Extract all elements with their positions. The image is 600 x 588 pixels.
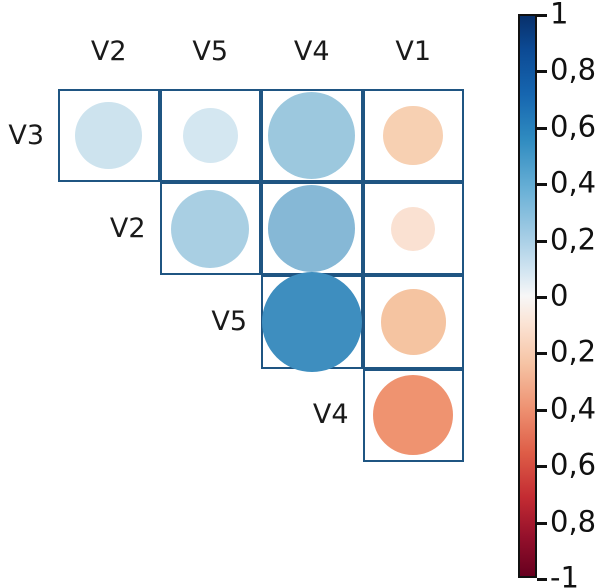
colorbar-tick — [537, 183, 547, 187]
colorbar-tick — [537, 14, 547, 17]
correlation-bubble — [373, 375, 454, 456]
matrix-cell — [362, 182, 464, 276]
colorbar-tick — [537, 408, 547, 412]
colorbar-tick-label: 0,6 — [550, 109, 597, 144]
matrix-cell — [261, 182, 363, 276]
column-header-v1: V1 — [395, 36, 432, 67]
column-header-v2: V2 — [90, 36, 127, 67]
matrix-cell — [362, 368, 464, 462]
colorbar-tick — [537, 239, 547, 243]
colorbar-tick-label: 0,8 — [550, 52, 597, 87]
row-label-v3: V3 — [8, 119, 44, 151]
matrix-cell — [159, 89, 261, 183]
colorbar-tick — [537, 578, 547, 581]
colorbar-tick-label: 0 — [550, 278, 569, 313]
colorbar-tick-label: -1 — [550, 560, 579, 588]
correlation-bubble — [268, 91, 356, 180]
matrix-cell — [261, 271, 363, 373]
colorbar-tick — [537, 70, 547, 74]
correlation-bubble — [391, 206, 436, 251]
column-header-v5: V5 — [192, 36, 229, 67]
row-label-v4: V4 — [312, 399, 349, 431]
colorbar: 1 0,8 0,6 0,4 0,2 0 0,2 0,4 0,6 0,8 -1 — [480, 0, 600, 588]
matrix-cell — [159, 182, 261, 276]
colorbar-tick-label: 0,6 — [550, 447, 597, 482]
colorbar-tick-label: 0,2 — [550, 222, 597, 257]
correlation-bubble — [170, 189, 250, 269]
colorbar-tick — [537, 521, 547, 525]
correlation-bubble — [261, 271, 362, 373]
colorbar-tick-label: 0,2 — [550, 334, 597, 369]
correlation-bubble — [182, 107, 238, 164]
row-label-v5: V5 — [211, 306, 247, 337]
matrix-cell — [58, 89, 160, 183]
colorbar-tick — [537, 465, 547, 469]
matrix-cell — [362, 89, 464, 183]
colorbar-tick-label: 0,4 — [550, 391, 597, 426]
colorbar-gradient — [518, 14, 537, 578]
colorbar-tick — [537, 296, 547, 299]
correlation-bubble — [380, 289, 446, 355]
colorbar-tick-label: 0,4 — [550, 165, 597, 200]
colorbar-tick — [537, 352, 547, 356]
row-label-v2: V2 — [109, 212, 146, 244]
colorbar-tick-label: 1 — [550, 0, 569, 31]
matrix-cell — [261, 89, 363, 183]
colorbar-tick — [537, 126, 547, 130]
column-header-v4: V4 — [293, 36, 330, 67]
colorbar-tick-label: 0,8 — [550, 504, 597, 539]
correlation-bubble — [383, 105, 444, 166]
correlation-bubble — [75, 102, 143, 170]
matrix-cell — [362, 275, 464, 369]
correlation-bubble — [268, 185, 356, 273]
